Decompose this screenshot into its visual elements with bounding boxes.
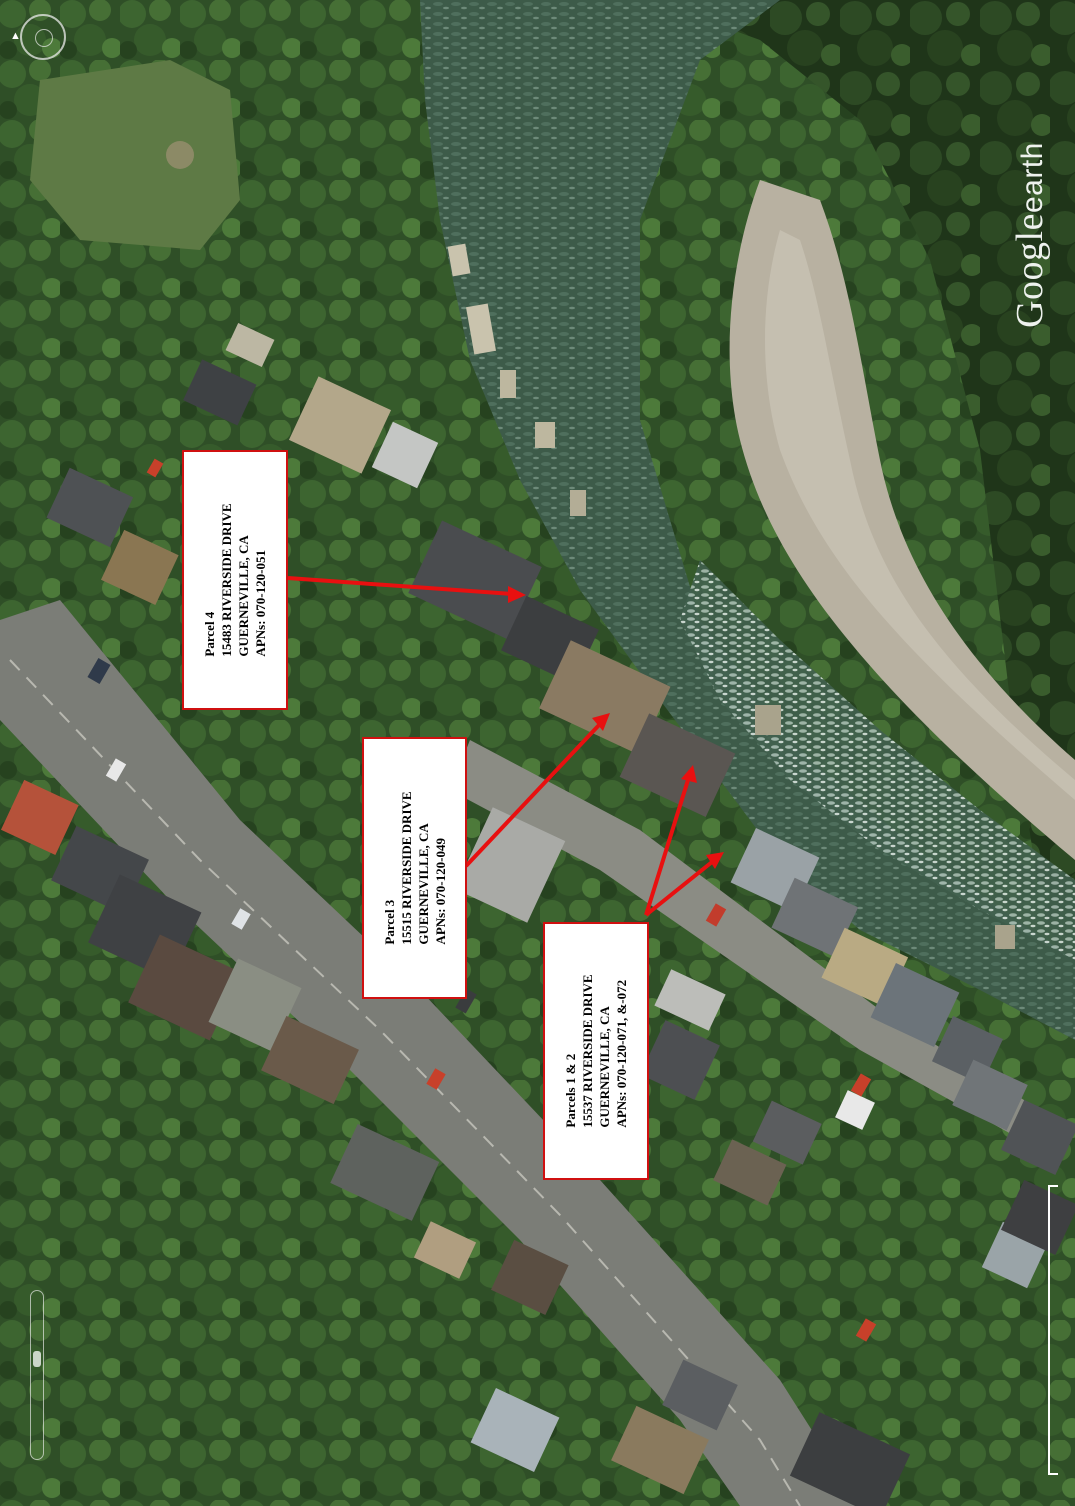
parcels-1-2-apn: APNs: 070-120-071, &-072 — [614, 979, 629, 1128]
google-earth-logo: Googleearth — [1000, 142, 1060, 328]
zoom-slider-icon[interactable] — [30, 1290, 44, 1460]
parcel-4-apn: APNs: 070-120-051 — [253, 550, 268, 657]
parcels-1-2-address: 15537 RIVERSIDE DRIVE — [580, 974, 595, 1128]
parcel-4-leader — [287, 576, 513, 596]
compass-icon[interactable] — [20, 14, 66, 60]
parcels-1-2-leader-b — [644, 860, 714, 917]
parcel-3-apn: APNs: 070-120-049 — [432, 838, 448, 945]
parcel-3-title: Parcel 3 — [381, 899, 397, 945]
brand-name: Google — [1009, 213, 1051, 328]
parcel-3-leader — [464, 722, 602, 868]
parcel-3-city: GUERNEVILLE, CA — [415, 823, 431, 945]
parcel-4-title: Parcel 4 — [202, 611, 217, 657]
label-parcel-4: Parcel 4 15483 RIVERSIDE DRIVE GUERNEVIL… — [182, 450, 288, 710]
parcels-1-2-city: GUERNEVILLE, CA — [597, 1006, 612, 1128]
parcels-1-2-arrowhead-a — [681, 765, 697, 783]
parcel-4-arrowhead — [508, 586, 526, 603]
label-parcel-3: Parcel 3 15515 RIVERSIDE DRIVE GUERNEVIL… — [362, 737, 467, 999]
parcels-1-2-title: Parcels 1 & 2 — [563, 1053, 578, 1128]
parcel-4-city: GUERNEVILLE, CA — [236, 535, 251, 657]
buildings — [0, 322, 1075, 1506]
parcels-1-2-leader-a — [644, 779, 690, 916]
brand-suffix: earth — [1016, 142, 1049, 214]
parcel-4-address: 15483 RIVERSIDE DRIVE — [219, 503, 234, 657]
north-marker-icon: ▲ — [10, 30, 21, 42]
leader-lines — [287, 576, 724, 917]
parcel-3-arrowhead — [592, 713, 610, 731]
scale-bar-icon — [1048, 1185, 1058, 1475]
parcels-1-2-arrowhead-b — [706, 852, 724, 869]
parcel-3-address: 15515 RIVERSIDE DRIVE — [398, 791, 414, 945]
label-parcels-1-2: Parcels 1 & 2 15537 RIVERSIDE DRIVE GUER… — [543, 922, 649, 1180]
